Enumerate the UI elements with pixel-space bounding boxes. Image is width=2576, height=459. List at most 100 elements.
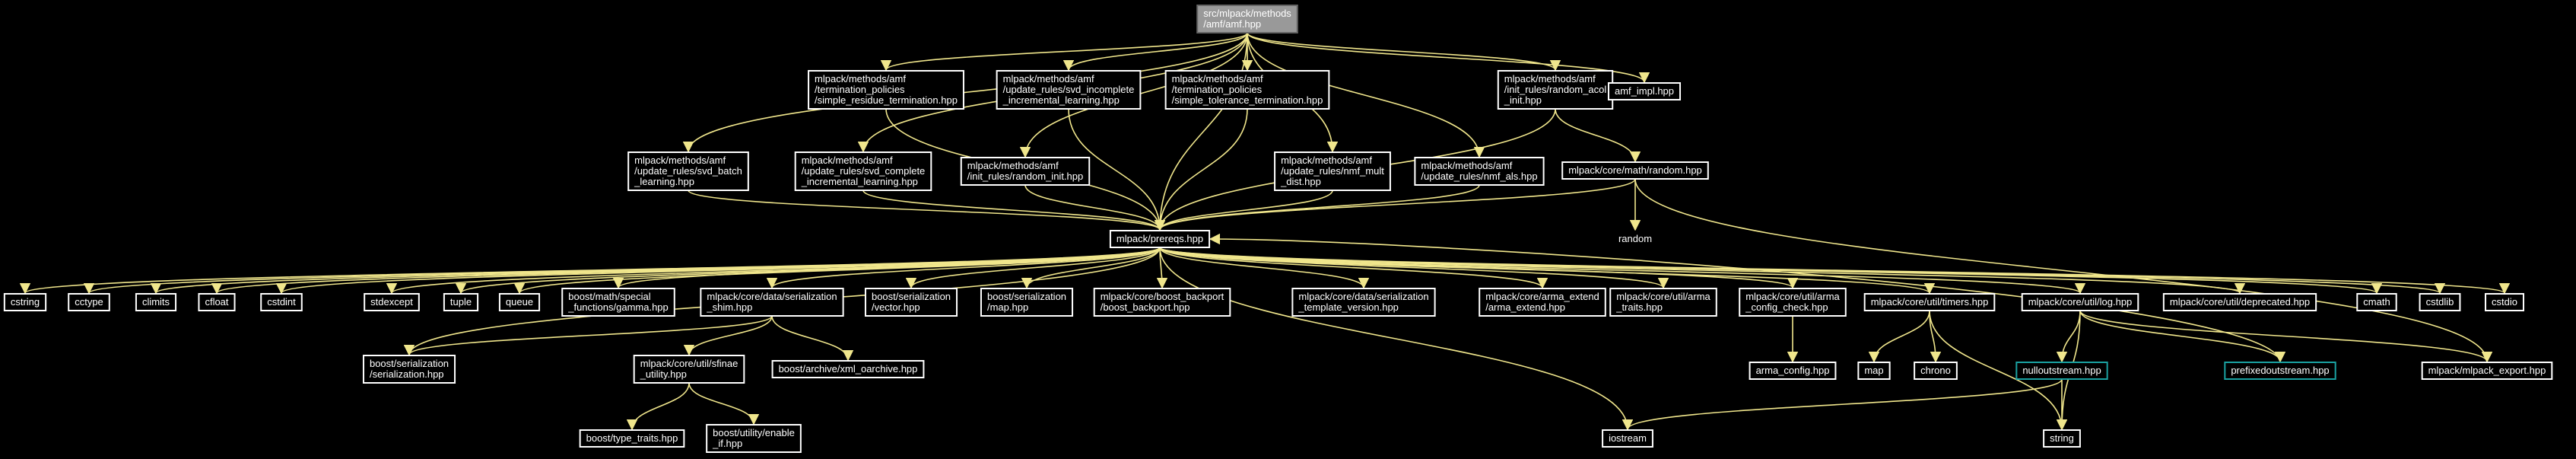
node-mrandom[interactable]: mlpack/core/math/random.hpp <box>1561 161 1709 180</box>
edge-stol-to-prereqs <box>1154 108 1248 231</box>
node-random[interactable]: random <box>1612 231 1659 247</box>
edge-shim-to-xmlarch <box>771 315 854 362</box>
node-xmlarch[interactable]: boost/archive/xml_oarchive.hpp <box>771 360 925 378</box>
node-aext[interactable]: mlpack/core/arma_extend/arma_extend.hpp <box>1479 288 1606 317</box>
node-box <box>2356 293 2397 311</box>
node-label-line: /init_rules/random_acol <box>1504 84 1607 95</box>
node-label-line: mlpack/core/math/random.hpp <box>1568 164 1702 176</box>
node-label-line: boost/serialization <box>370 358 449 369</box>
node-cstdio[interactable]: cstdio <box>2485 293 2524 311</box>
node-mexport[interactable]: mlpack/mlpack_export.hpp <box>2421 362 2553 380</box>
node-gamma[interactable]: boost/math/special_functions/gamma.hpp <box>561 288 675 317</box>
node-nmfals[interactable]: mlpack/methods/amf/update_rules/nmf_als.… <box>1414 157 1545 186</box>
node-tuple[interactable]: tuple <box>443 293 479 311</box>
node-cmath[interactable]: cmath <box>2356 293 2397 311</box>
node-racol[interactable]: mlpack/methods/amf/init_rules/random_aco… <box>1497 70 1614 110</box>
node-cfloat[interactable]: cfloat <box>198 293 236 311</box>
node-label-line: iostream <box>1609 432 1647 444</box>
node-label-line: mlpack/methods/amf <box>802 155 893 166</box>
node-label-line: /amf/amf.hpp <box>1203 18 1261 30</box>
node-box <box>996 70 1142 110</box>
node-label-line: /boost_backport.hpp <box>1101 301 1190 313</box>
node-svdbatch[interactable]: mlpack/methods/amf/update_rules/svd_batc… <box>627 151 749 191</box>
node-string[interactable]: string <box>2043 429 2081 448</box>
node-log[interactable]: mlpack/core/util/log.hpp <box>2021 293 2139 311</box>
node-climits[interactable]: climits <box>135 293 177 311</box>
node-amfimpl[interactable]: amf_impl.hpp <box>1607 82 1682 100</box>
edge-layer <box>20 32 2510 431</box>
node-box <box>2485 293 2524 311</box>
node-stol[interactable]: mlpack/methods/amf/termination_policies/… <box>1164 70 1330 110</box>
edge-amf-to-amfimpl <box>1247 32 1650 84</box>
node-cstring[interactable]: cstring <box>3 293 47 311</box>
node-layer: src/mlpack/methods/amf/amf.hpp mlpack/met… <box>3 5 2553 453</box>
edge-prereqs-to-timers <box>1159 247 1935 295</box>
node-label-line: _traits.hpp <box>1615 301 1663 313</box>
node-label-line: mlpack/core/util/sfinae <box>640 358 738 369</box>
node-label-line: _functions/gamma.hpp <box>567 301 669 313</box>
node-nullout[interactable]: nulloutstream.hpp <box>2015 362 2108 380</box>
edge-svdinc-to-prereqs <box>1068 108 1166 231</box>
edge-amf-to-prereqs <box>1154 32 1248 231</box>
node-map[interactable]: map <box>1857 362 1891 380</box>
edge-prereqs-to-stdexcept <box>386 247 1161 295</box>
node-label-line: cctype <box>75 296 103 308</box>
node-cstdint[interactable]: cstdint <box>260 293 303 311</box>
node-box <box>1739 288 1847 317</box>
node-bser[interactable]: boost/serialization/serialization.hpp <box>362 355 456 384</box>
node-label-line: /simple_residue_termination.hpp <box>815 94 958 106</box>
node-label-line: tuple <box>450 296 472 308</box>
node-nmfmult[interactable]: mlpack/methods/amf/update_rules/nmf_mult… <box>1274 151 1391 191</box>
node-bvector[interactable]: boost/serialization/vector.hpp <box>864 288 958 317</box>
node-label-line: queue <box>506 296 533 308</box>
node-prefixed[interactable]: prefixedoutstream.hpp <box>2224 362 2336 380</box>
node-iostream[interactable]: iostream <box>1602 429 1653 448</box>
edge-shim-to-bser <box>404 315 773 356</box>
node-box <box>2162 293 2317 311</box>
node-cstdlib[interactable]: cstdlib <box>2419 293 2461 311</box>
node-enableif[interactable]: boost/utility/enable_if.hpp <box>706 424 802 453</box>
node-sfinae[interactable]: mlpack/core/util/sfinae_utility.hpp <box>633 355 745 384</box>
edge-nmfmult-to-prereqs <box>1154 190 1333 231</box>
edge-sfinae-to-typetraits <box>626 382 690 431</box>
node-box <box>579 429 685 448</box>
node-sres[interactable]: mlpack/methods/amf/termination_policies/… <box>808 70 964 110</box>
node-label-line: _shim.hpp <box>706 301 752 313</box>
node-acfgchk[interactable]: mlpack/core/util/arma_config_check.hpp <box>1739 288 1847 317</box>
edge-prereqs-to-gamma <box>613 247 1161 289</box>
node-cctype[interactable]: cctype <box>68 293 110 311</box>
node-shim[interactable]: mlpack/core/data/serialization_shim.hpp <box>700 288 844 317</box>
node-svdcomp[interactable]: mlpack/methods/amf/update_rules/svd_comp… <box>794 151 932 191</box>
node-box <box>627 151 749 191</box>
edge-prereqs-to-tver <box>1159 247 1370 289</box>
node-timers[interactable]: mlpack/core/util/timers.hpp <box>1863 293 1996 311</box>
node-stdexcept[interactable]: stdexcept <box>364 293 420 311</box>
node-label-line: /vector.hpp <box>872 301 920 313</box>
node-label-line: mlpack/core/util/timers.hpp <box>1871 296 1989 308</box>
node-box <box>68 293 110 311</box>
node-tver[interactable]: mlpack/core/data/serialization_template_… <box>1291 288 1436 317</box>
node-rinit[interactable]: mlpack/methods/amf/init_rules/random_ini… <box>960 157 1091 186</box>
node-label-line: /update_rules/svd_incomplete <box>1003 84 1135 95</box>
node-amf[interactable]: src/mlpack/methods/amf/amf.hpp <box>1196 5 1298 33</box>
node-bback[interactable]: mlpack/core/boost_backport/boost_backpor… <box>1093 288 1231 317</box>
node-acfg[interactable]: arma_config.hpp <box>1749 362 1837 380</box>
node-atraits[interactable]: mlpack/core/util/arma_traits.hpp <box>1609 288 1717 317</box>
node-box <box>2419 293 2461 311</box>
node-box <box>1612 231 1659 247</box>
edge-prereqs-to-bvector <box>905 247 1161 289</box>
node-label-line: mlpack/methods/amf <box>967 160 1059 171</box>
node-box <box>1607 82 1682 100</box>
node-box <box>2421 362 2553 380</box>
node-svdinc[interactable]: mlpack/methods/amf/update_rules/svd_inco… <box>996 70 1142 110</box>
node-typetraits[interactable]: boost/type_traits.hpp <box>579 429 685 448</box>
node-queue[interactable]: queue <box>498 293 541 311</box>
edge-shim-to-sfinae <box>683 315 773 356</box>
edge-log-to-nullout <box>2056 310 2081 363</box>
node-chrono[interactable]: chrono <box>1914 362 1958 380</box>
node-label-line: mlpack/core/util/arma <box>1616 291 1710 302</box>
node-prereqs[interactable]: mlpack/prereqs.hpp <box>1109 230 1211 248</box>
node-deprecated[interactable]: mlpack/core/util/deprecated.hpp <box>2162 293 2317 311</box>
node-bmap[interactable]: boost/serialization/map.hpp <box>980 288 1074 317</box>
